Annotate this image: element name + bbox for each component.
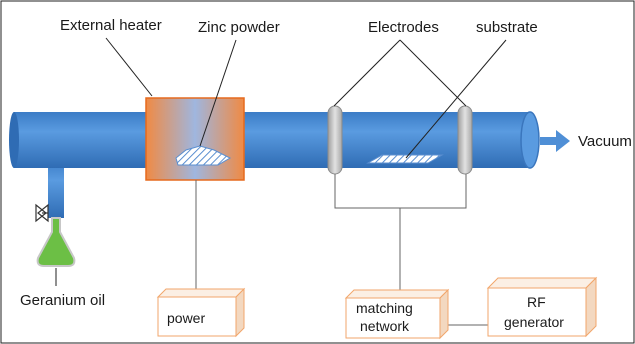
power-box: power (156, 287, 246, 338)
electrodes-label: Electrodes (368, 19, 439, 36)
valve-icon (35, 203, 47, 223)
zinc-powder-pile (175, 145, 232, 166)
matching-network-label-line2: network (360, 318, 410, 334)
external-heater-label: External heater (60, 17, 162, 34)
vacuum-arrow (540, 130, 570, 152)
substrate-pointer (405, 39, 507, 159)
heater-pointer (105, 37, 153, 97)
substrate-slab (366, 154, 444, 164)
electrode-wiring (334, 174, 467, 209)
power-box-label: power (167, 310, 205, 326)
geranium-oil-flask (36, 217, 76, 267)
geranium-oil-label: Geranium oil (20, 292, 105, 309)
rf-generator-box: RF generator (486, 276, 598, 338)
matching-network-label-line1: matching (356, 300, 413, 316)
electrodes-pointer-left (333, 39, 401, 107)
tube-right-end (520, 111, 540, 169)
reaction-tube (14, 112, 530, 168)
zinc-powder-label: Zinc powder (198, 19, 280, 36)
electrode-right (457, 105, 473, 175)
vacuum-label: Vacuum (578, 133, 632, 150)
matching-network-box: matching network (344, 288, 450, 340)
tube-left-end (9, 112, 19, 168)
electrode-left (327, 105, 343, 175)
rf-generator-label-line1: RF (527, 294, 546, 310)
side-pipe (48, 160, 64, 218)
rf-generator-label-line2: generator (504, 314, 564, 330)
electrodes-pointer-right (399, 39, 467, 107)
external-heater (145, 97, 245, 181)
zinc-pointer (199, 39, 237, 147)
substrate-label: substrate (476, 19, 538, 36)
